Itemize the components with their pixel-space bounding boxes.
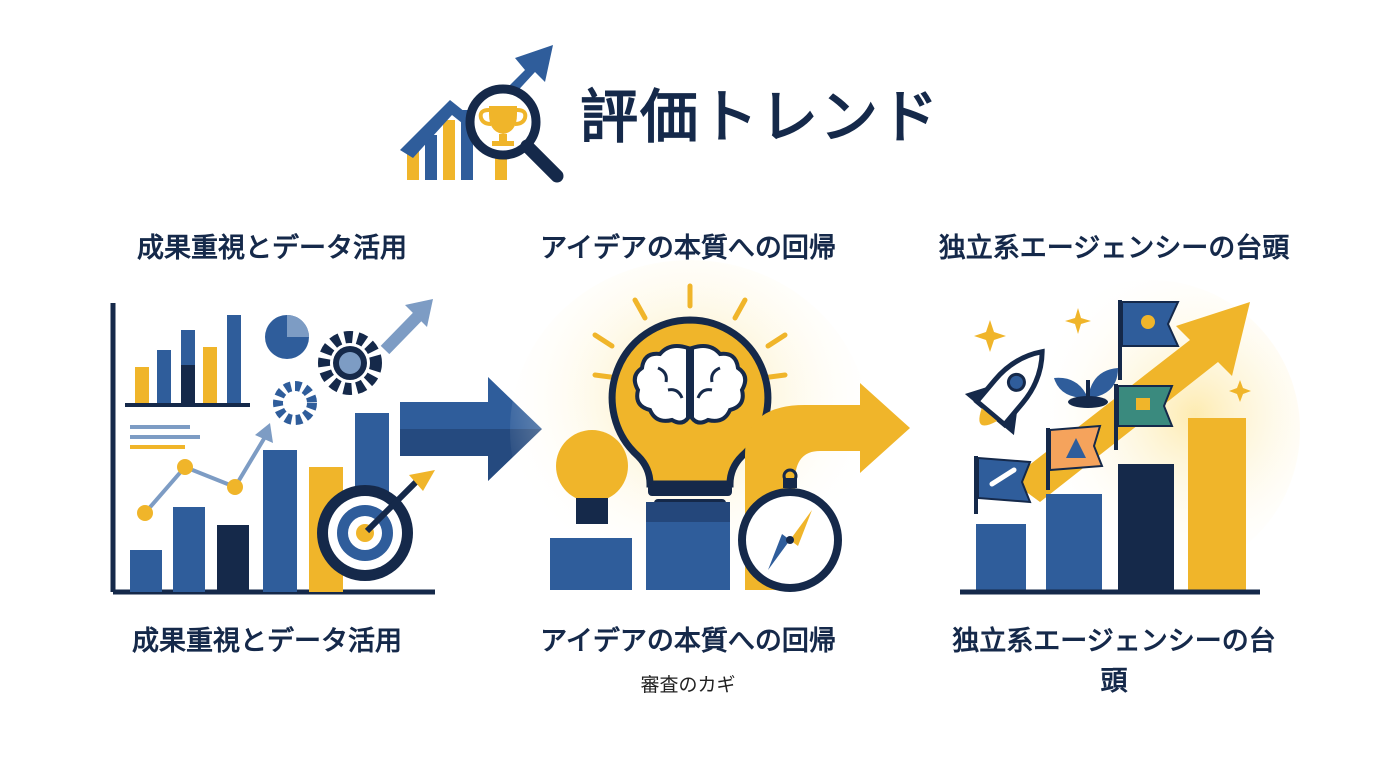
column-1-heading: 成果重視とデータ活用 [137, 233, 407, 264]
column-2-subcaption: 審査のカギ [640, 674, 736, 696]
page-title: 評価トレンド [580, 83, 941, 151]
right-arrow-icon [400, 377, 542, 481]
rocket-flags-growth-illustration [960, 280, 1300, 595]
column-2-heading: アイデアの本質への回帰 [540, 233, 836, 264]
data-charts-target-illustration [110, 299, 435, 595]
column-3-heading: 独立系エージェンシーの台頭 [938, 233, 1290, 264]
column-3-caption: 独立系エージェンシーの台 頭 [952, 626, 1276, 697]
lightbulb-brain-compass-illustration [510, 260, 910, 600]
trend-magnifier-trophy-icon [400, 45, 564, 183]
column-2-caption: アイデアの本質への回帰 [540, 626, 836, 657]
column-1-caption: 成果重視とデータ活用 [132, 626, 402, 657]
